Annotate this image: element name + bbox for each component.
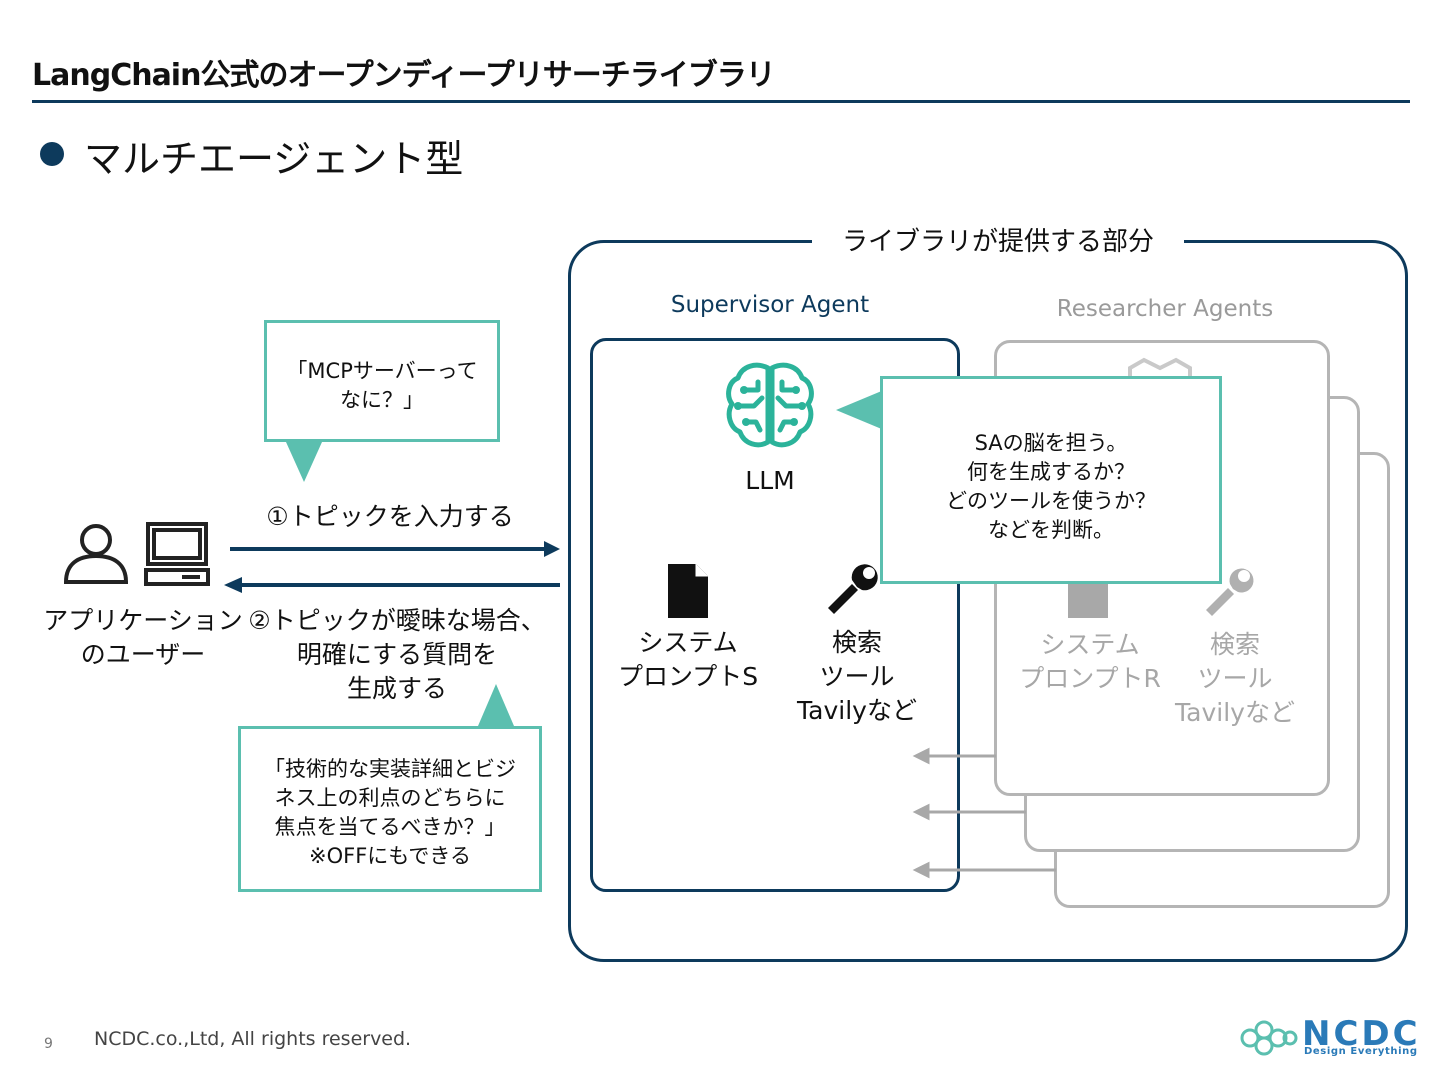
copyright: NCDC.co.,Ltd, All rights reserved. (94, 1028, 412, 1050)
supervisor-prompt-label: システム プロンプトS (617, 628, 759, 691)
supervisor-tool-label: 検索 ツール Tavilyなど (797, 628, 917, 725)
input-arrow (230, 541, 560, 557)
callout-pointer (836, 390, 884, 430)
library-label: ライブラリが提供する部分 (812, 224, 1184, 260)
callout-pointer (478, 684, 514, 726)
researcher-tool-label: 検索 ツール Tavilyなど (1175, 630, 1295, 727)
researcher-prompt-label: システム プロンプトR (1019, 630, 1161, 693)
researcher-return-arrows (912, 747, 1056, 879)
page-number: 9 (44, 1036, 53, 1052)
ncdc-tagline: Design Everything (1304, 1046, 1418, 1057)
bullet-heading: マルチエージェント型 (84, 137, 464, 181)
ncdc-logo-icon (1240, 1020, 1298, 1056)
brain-circuit-icon (726, 362, 814, 448)
user-label: アプリケーション のユーザー (43, 606, 243, 669)
question-callout: 「MCPサーバーって なに？」 (264, 320, 500, 442)
title-divider (32, 100, 1410, 103)
document-icon (668, 564, 708, 618)
ncdc-logo: NCDC (1302, 1014, 1421, 1054)
clarify-callout: 「技術的な実装詳細とビジ ネス上の利点のどちらに 焦点を当てるべきか？」 ※OF… (238, 726, 542, 892)
llm-callout: SAの脳を担う。 何を生成するか？ どのツールを使うか？ などを判断。 (880, 376, 1222, 584)
document-icon (1068, 580, 1108, 618)
person-icon (63, 524, 129, 584)
input-topic-label: ①トピックを入力する (266, 502, 514, 531)
clarify-arrow (224, 577, 560, 593)
slide-title: LangChain公式のオープンディープリサーチライブラリ (32, 58, 776, 93)
researcher-agents-label: Researcher Agents (1056, 296, 1274, 322)
clarify-question-label: ②トピックが曖昧な場合、 明確にする質問を 生成する (248, 606, 546, 703)
supervisor-agent-label: Supervisor Agent (670, 292, 870, 318)
llm-label: LLM (745, 466, 795, 495)
computer-icon (144, 522, 210, 586)
brain-circuit-icon (1128, 357, 1192, 380)
bullet-dot (40, 142, 64, 166)
wrench-icon (828, 564, 878, 614)
wrench-icon (1206, 568, 1254, 616)
callout-pointer (286, 442, 322, 482)
